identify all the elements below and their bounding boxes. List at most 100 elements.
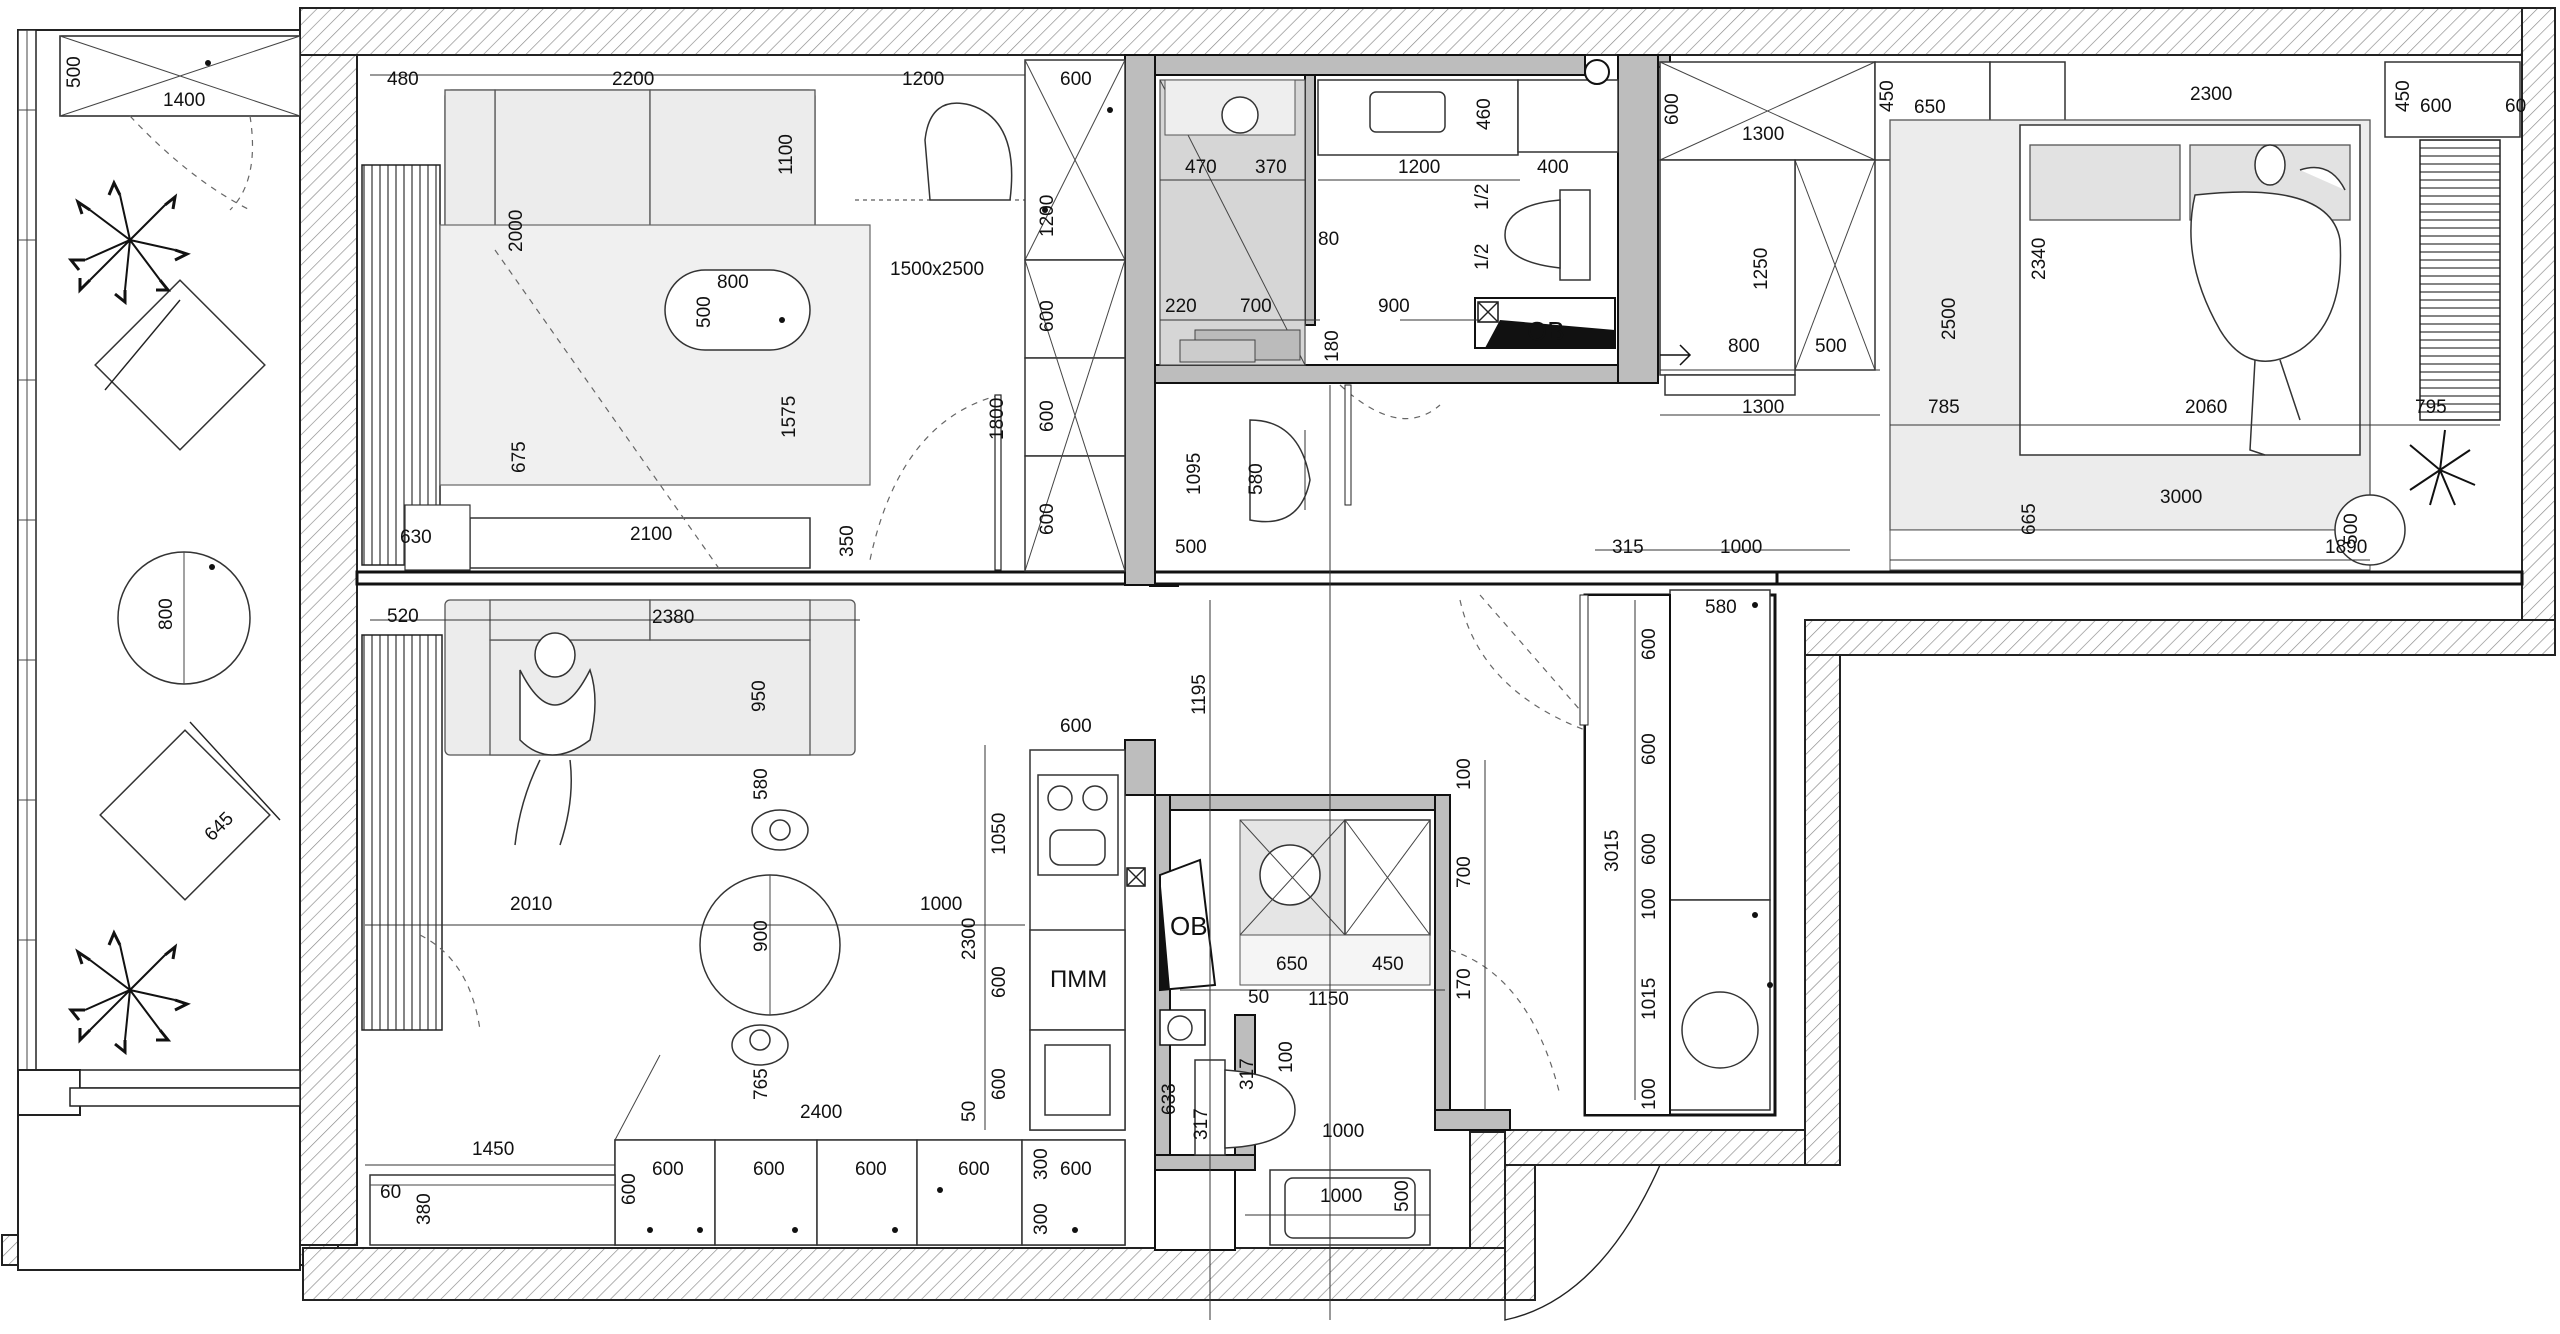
plant-icon xyxy=(2409,429,2476,506)
dim-label: 520 xyxy=(387,606,419,627)
dim-label: 600 xyxy=(1662,93,1683,125)
dim-label: 600 xyxy=(989,966,1010,998)
dim-label: 650 xyxy=(1276,954,1308,975)
dim-label: 600 xyxy=(1639,733,1660,765)
dim-label: 950 xyxy=(749,680,770,712)
dim-label: 580 xyxy=(751,768,772,800)
dim-label: 600 xyxy=(652,1159,684,1180)
dim-label: 460 xyxy=(1474,98,1495,130)
dim-label: 1150 xyxy=(1308,989,1349,1010)
dim-label: 170 xyxy=(1454,968,1475,1000)
dim-label: 350 xyxy=(837,525,858,557)
dim-label: 500 xyxy=(1815,336,1847,357)
dim-label: 2500 xyxy=(1939,298,1960,340)
dim-label: 3015 xyxy=(1602,830,1623,872)
bedroom xyxy=(1659,61,2521,571)
dim-label: 2060 xyxy=(2185,397,2227,418)
dim-label: 600 xyxy=(1037,400,1058,432)
dim-label: 400 xyxy=(1537,157,1569,178)
dim-label: 665 xyxy=(2019,503,2040,535)
dim-label: 1450 xyxy=(472,1139,514,1160)
dim-label: 50 xyxy=(1248,987,1269,1008)
dim-label: 1890 xyxy=(2325,537,2367,558)
dim-label: 2100 xyxy=(630,524,672,545)
dim-label: 500 xyxy=(1392,1180,1413,1212)
dim-label: 1095 xyxy=(1184,453,1205,495)
dim-label: 1/2 xyxy=(1472,184,1493,210)
dim-label: 800 xyxy=(717,272,749,293)
dim-label: 1575 xyxy=(779,396,800,438)
dim-label: 600 xyxy=(958,1159,990,1180)
dim-label: 317 xyxy=(1237,1058,1258,1090)
hallway xyxy=(1459,589,1773,1321)
dim-label: 2010 xyxy=(510,894,552,915)
person-dining-icon xyxy=(731,809,809,1066)
dim-label: 100 xyxy=(1639,1078,1660,1110)
dim-label: 800 xyxy=(1728,336,1760,357)
dim-label: 50 xyxy=(959,1101,980,1122)
dim-label: 1015 xyxy=(1639,978,1660,1020)
dim-label: 2340 xyxy=(2029,238,2050,280)
dim-label: 633 xyxy=(1159,1083,1180,1115)
dim-label: 600 xyxy=(855,1159,887,1180)
dim-label: 1100 xyxy=(776,134,797,175)
dim-label: 765 xyxy=(751,1068,772,1100)
dimension-lines xyxy=(365,74,2500,1320)
dim-label: 600 xyxy=(1060,716,1092,737)
dim-label: 600 xyxy=(2420,96,2452,117)
dim-label: 1250 xyxy=(1751,248,1772,290)
balcony-table xyxy=(117,551,251,685)
dim-label: 2200 xyxy=(612,69,654,90)
dim-label: 580 xyxy=(1246,463,1267,495)
dim-label: 900 xyxy=(751,920,772,952)
balcony-chair-bottom xyxy=(99,721,281,901)
dim-label: 1000 xyxy=(1720,537,1762,558)
dim-label: 795 xyxy=(2415,397,2447,418)
dim-label: 600 xyxy=(1060,69,1092,90)
dim-label: 600 xyxy=(619,1173,640,1205)
dim-label: 2400 xyxy=(800,1102,842,1123)
balcony xyxy=(17,29,301,1271)
dim-label: 317 xyxy=(1191,1108,1212,1140)
dim-label: 60 xyxy=(2505,96,2526,117)
dim-label: 650 xyxy=(1914,97,1946,118)
dim-label: 1200 xyxy=(1398,157,1440,178)
dim-label: 1050 xyxy=(989,813,1010,855)
person-sitting-icon xyxy=(514,632,596,846)
dishwasher-label: ПММ xyxy=(1050,966,1107,993)
dim-label: 700 xyxy=(1240,296,1272,317)
dim-label: 600 xyxy=(1639,833,1660,865)
kitchen-living xyxy=(361,599,1126,1246)
dim-label: 700 xyxy=(1454,856,1475,888)
dim-label: 2300 xyxy=(2190,84,2232,105)
pipe-icon xyxy=(1584,59,1610,85)
dim-label: 3000 xyxy=(2160,487,2202,508)
dim-label: 500 xyxy=(694,296,715,328)
dimension-labels: 500 1400 800 645 480 2200 1200 600 1100 … xyxy=(64,56,2526,1235)
radiator-label: ОВ xyxy=(1527,316,1565,346)
dim-label: 380 xyxy=(414,1193,435,1225)
dim-label: 470 xyxy=(1185,157,1217,178)
dim-label: 100 xyxy=(1454,758,1475,790)
dim-label: 480 xyxy=(387,69,419,90)
dim-label: 800 xyxy=(156,598,177,630)
dim-label: 900 xyxy=(1378,296,1410,317)
dim-label: 450 xyxy=(1372,954,1404,975)
dim-label: 500 xyxy=(1175,537,1207,558)
dim-label: 80 xyxy=(1318,229,1339,250)
dim-label: 2300 xyxy=(959,918,980,960)
dim-label: 1000 xyxy=(920,894,962,915)
dim-label: 785 xyxy=(1928,397,1960,418)
dim-label: 1400 xyxy=(163,90,205,111)
dim-label: 1300 xyxy=(1742,397,1784,418)
dim-label: 1800 xyxy=(987,398,1008,440)
dim-label: 675 xyxy=(509,441,530,473)
dim-label: 100 xyxy=(1276,1041,1297,1073)
dim-label: 600 xyxy=(1639,628,1660,660)
living-room xyxy=(361,59,1126,572)
arrow-icon xyxy=(1660,344,1692,366)
dim-label: 315 xyxy=(1612,537,1644,558)
dim-label: 300 xyxy=(1031,1203,1052,1235)
dim-label: 600 xyxy=(1060,1159,1092,1180)
